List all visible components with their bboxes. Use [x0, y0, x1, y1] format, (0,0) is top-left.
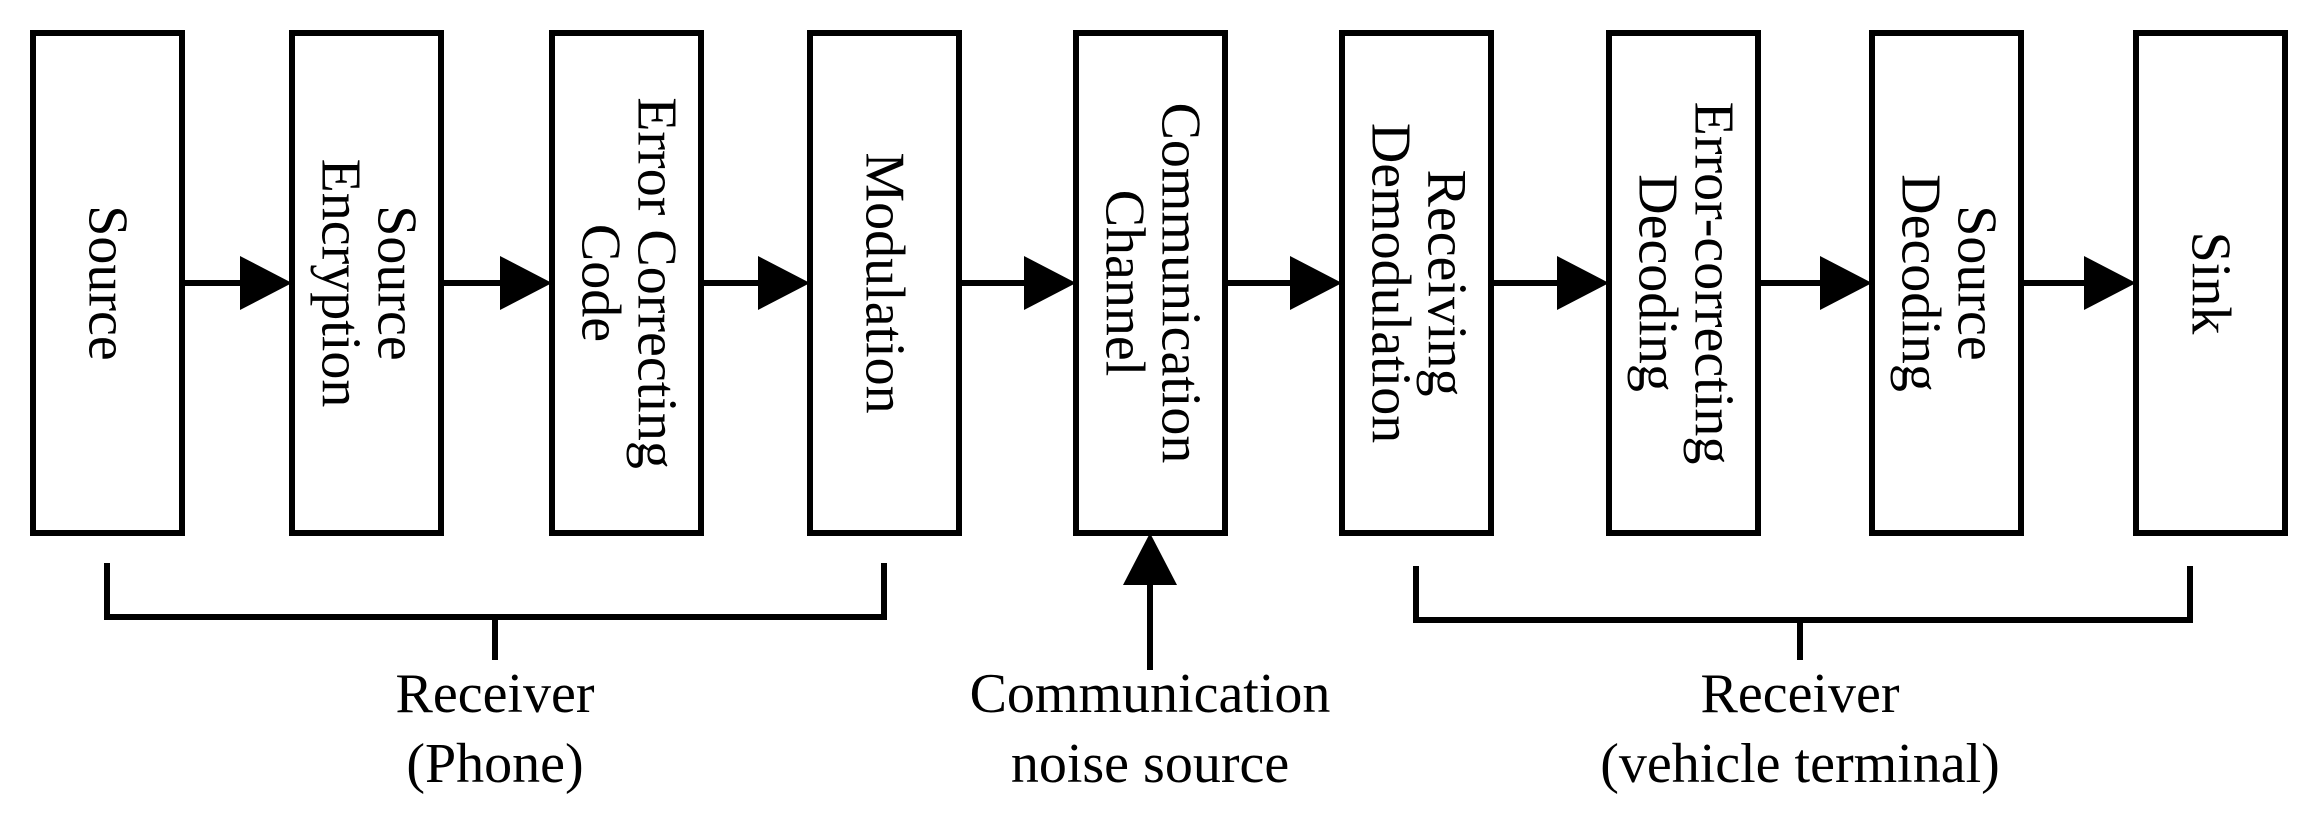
- block-receiving-demodulation-label-1: Receiving: [1416, 169, 1478, 396]
- block-source-encryption: [289, 30, 444, 536]
- receiver-bracket: [1413, 566, 2193, 660]
- arrow-noise-to-channel: [1123, 533, 1177, 670]
- arrow-demodulation-to-error-decoding: [1491, 256, 1609, 310]
- block-source-decoding-label-1: Source: [1946, 205, 2008, 361]
- block-error-correcting-code: [549, 30, 704, 536]
- block-sink-label: Sink: [2180, 232, 2242, 335]
- block-source-encryption-label-2: Encryption: [310, 159, 372, 408]
- block-source-label: Source: [77, 205, 139, 361]
- block-communication-channel-label-1: Communication: [1150, 103, 1212, 464]
- block-source-decoding-label-2: Decoding: [1890, 174, 1952, 392]
- block-receiving-demodulation-label-2: Demodulation: [1360, 123, 1422, 443]
- block-source-encryption-label-1: Source: [366, 205, 428, 361]
- block-error-correcting-decoding-label-1: Error-correcting: [1683, 102, 1745, 465]
- arrow-channel-to-demodulation: [1225, 256, 1342, 310]
- arrow-encryption-to-error-code: [441, 256, 552, 310]
- noise-source-label-1: Communication: [970, 663, 1331, 725]
- arrow-modulation-to-channel: [959, 256, 1076, 310]
- sender-group-label-1: Receiver: [396, 663, 595, 725]
- arrow-source-decoding-to-sink: [2021, 256, 2136, 310]
- receiver-group-label-1: Receiver: [1701, 663, 1900, 725]
- sender-group-label-2: (Phone): [406, 733, 583, 795]
- sender-bracket: [104, 563, 887, 660]
- arrow-error-decoding-to-source-decoding: [1758, 256, 1872, 310]
- block-communication-channel: [1073, 30, 1228, 536]
- arrow-error-code-to-modulation: [701, 256, 810, 310]
- noise-source-label-2: noise source: [1011, 733, 1289, 795]
- block-communication-channel-label-2: Channel: [1094, 190, 1156, 377]
- block-error-correcting-decoding: [1606, 30, 1761, 536]
- block-error-correcting-code-label-2: Code: [570, 224, 632, 342]
- block-error-correcting-decoding-label-2: Decoding: [1627, 174, 1689, 392]
- block-error-correcting-code-label-1: Error Correcting: [626, 97, 688, 469]
- block-source: [30, 30, 185, 536]
- receiver-group-label-2: (vehicle terminal): [1600, 733, 2000, 795]
- block-modulation-label: Modulation: [854, 152, 916, 413]
- arrow-source-to-encryption: [182, 256, 292, 310]
